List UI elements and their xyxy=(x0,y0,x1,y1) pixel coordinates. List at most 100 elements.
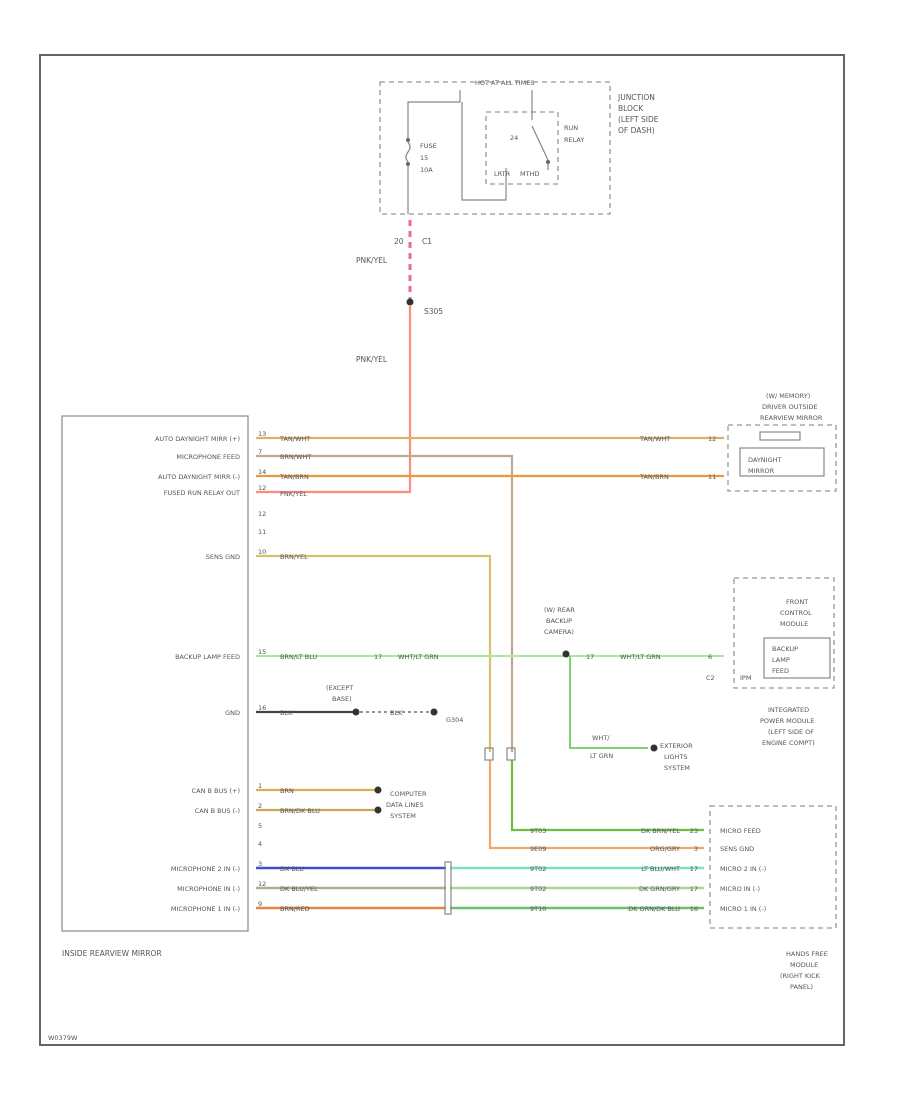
relay-pin-mthd: MTHD xyxy=(520,170,539,178)
exterior-wire-1: WHT/ xyxy=(592,734,610,742)
hands-free-pin-number: 23 xyxy=(690,827,698,835)
fuse-label-2: 15 xyxy=(420,154,428,162)
exterior-wire-2: LT GRN xyxy=(590,752,613,760)
exterior-label-2: LIGHTS xyxy=(664,753,688,761)
memory-wire-2: TAN/BRN xyxy=(639,473,669,481)
relay-outline xyxy=(485,111,559,185)
hands-free-pin-label: MICRO IN (-) xyxy=(720,885,760,893)
hands-free-pin-label: MICRO 2 IN (-) xyxy=(720,865,766,873)
lbl-brn-dk-blu: BRN/DK BLU xyxy=(280,807,320,815)
mirror-pin-label: CAN B BUS (-) xyxy=(195,807,240,815)
lbl-brn: BRN xyxy=(280,787,294,795)
mirror-pin-number: 16 xyxy=(258,704,266,712)
fuse-icon xyxy=(405,141,411,163)
mirror-pin-label: MICROPHONE IN (-) xyxy=(177,885,240,893)
memory-outline xyxy=(727,424,837,492)
mirror-pin-number: 4 xyxy=(258,840,262,848)
junction-block-outline xyxy=(379,81,611,215)
ground-dot-1 xyxy=(352,708,360,716)
hands-free-pin-label: MICRO FEED xyxy=(720,827,761,835)
data-arrow-2 xyxy=(374,806,382,814)
front-control-side: IPM xyxy=(740,674,751,682)
mirror-pin-label: GND xyxy=(225,709,240,717)
ground-except-2: BASE) xyxy=(332,695,352,703)
exterior-arrow xyxy=(650,744,658,752)
junction-title: HOT AT ALL TIMES xyxy=(475,79,535,87)
hands-free-wire-label: LT BLU/WHT xyxy=(641,865,680,873)
camera-right-wire: WHT/LT GRN xyxy=(620,653,661,661)
wire-brn-wht xyxy=(256,454,514,752)
mirror-pin-number: 10 xyxy=(258,548,266,556)
hands-free-name-1: HANDS FREE xyxy=(786,950,828,958)
mirror-pin-number: 9 xyxy=(258,900,262,908)
footer-code: W0379W xyxy=(48,1034,78,1042)
mirror-pin-number: 5 xyxy=(258,822,262,830)
memory-title-2: DRIVER OUTSIDE xyxy=(762,403,818,411)
hands-free-circuit-id: 9T02 xyxy=(530,885,546,893)
lbl-blk: BLK xyxy=(280,709,293,717)
junction-name-1: JUNCTION xyxy=(617,93,655,102)
relay-contact xyxy=(546,160,550,164)
feed-wire-solid xyxy=(256,306,412,494)
lbl-brn-yel: BRN/YEL xyxy=(280,553,308,561)
wire-brn-wht-cont xyxy=(510,760,704,832)
hands-free-circuit-id: 9T02 xyxy=(530,865,546,873)
mirror-wire-labels: TAN/WHT BRN/WHT TAN/BRN PNK/YEL BRN/YEL … xyxy=(279,435,320,913)
camera-mid-wire: WHT/LT GRN xyxy=(398,653,439,661)
junction-name-3: (LEFT SIDE xyxy=(618,115,659,124)
camera-label-2: BACKUP xyxy=(546,617,572,625)
relay-coil-line xyxy=(531,90,549,170)
mirror-pin-label: MICROPHONE 2 IN (-) xyxy=(171,865,240,873)
hands-free-wire-label: DK GRN/GRY xyxy=(639,885,680,893)
camera-mid-pin: 17 xyxy=(586,653,594,661)
wire-camera-drop xyxy=(569,656,648,749)
exterior-label-3: SYSTEM xyxy=(664,764,690,772)
mirror-pin-number: 1 xyxy=(258,782,262,790)
memory-pin-2: 11 xyxy=(708,473,716,481)
hands-free-wire-label: DK BRN/YEL xyxy=(641,827,680,835)
mirror-name: INSIDE REARVIEW MIRROR xyxy=(62,949,162,958)
memory-wire-1: TAN/WHT xyxy=(639,435,670,443)
front-control-outline xyxy=(733,577,835,689)
front-control-inner-2: LAMP xyxy=(772,656,790,664)
ground-dot-2 xyxy=(430,708,438,716)
computer-data-lines: COMPUTER DATA LINES SYSTEM xyxy=(374,786,427,820)
junction-block: HOT AT ALL TIMES JUNCTION BLOCK (LEFT SI… xyxy=(379,79,659,246)
memory-outside-mirror: (W/ MEMORY) DRIVER OUTSIDE REARVIEW MIRR… xyxy=(639,392,837,492)
ground-except-1: (EXCEPT xyxy=(326,684,353,692)
hands-free-pin-number: 16 xyxy=(690,905,698,913)
inline-conn-1 xyxy=(484,747,494,761)
relay-return-line xyxy=(461,102,507,201)
camera-label-1: (W/ REAR xyxy=(544,606,575,614)
data-label-2: DATA LINES xyxy=(386,801,423,809)
mirror-pin-number: 13 xyxy=(258,430,266,438)
hands-free-name-4: PANEL) xyxy=(790,983,813,991)
hands-free-name-3: (RIGHT KICK xyxy=(780,972,821,980)
lbl-dk-blu-yel: DK BLU/YEL xyxy=(280,885,318,893)
mirror-pin-number: 2 xyxy=(258,802,262,810)
mirror-pin-label: AUTO DAYNIGHT MIRR (-) xyxy=(158,473,240,481)
ground-g304: (EXCEPT BASE) BLK G304 xyxy=(326,684,463,724)
junction-conn-id: C1 xyxy=(422,237,432,246)
mirror-pin-label: FUSED RUN RELAY OUT xyxy=(164,489,240,497)
front-control-title-2: CONTROL xyxy=(780,609,812,617)
junction-name-2: BLOCK xyxy=(618,104,644,113)
data-arrow-1 xyxy=(374,786,382,794)
wire-brn-yel xyxy=(256,554,492,752)
mirror-pin-number: 12 xyxy=(258,510,266,518)
lbl-brn-lt-blu: BRN/LT BLU xyxy=(280,653,318,661)
hands-free-name-2: MODULE xyxy=(790,961,818,969)
relay-label-1: RUN xyxy=(564,124,578,132)
memory-inner-box xyxy=(739,447,825,477)
inline-conn-2 xyxy=(506,747,516,761)
feed-color-top: PNK/YEL xyxy=(356,256,388,265)
wire-brn-yel-cont xyxy=(488,760,704,850)
memory-title-3: REARVIEW MIRROR xyxy=(760,414,823,422)
front-control-inner xyxy=(763,637,831,679)
lbl-brn-wht: BRN/WHT xyxy=(280,453,311,461)
main-feed-wire: PNK/YEL S305 PNK/YEL xyxy=(256,220,443,494)
front-control-inner-1: BACKUP xyxy=(772,645,798,653)
ipm-label-4: ENGINE COMPT) xyxy=(762,739,815,747)
